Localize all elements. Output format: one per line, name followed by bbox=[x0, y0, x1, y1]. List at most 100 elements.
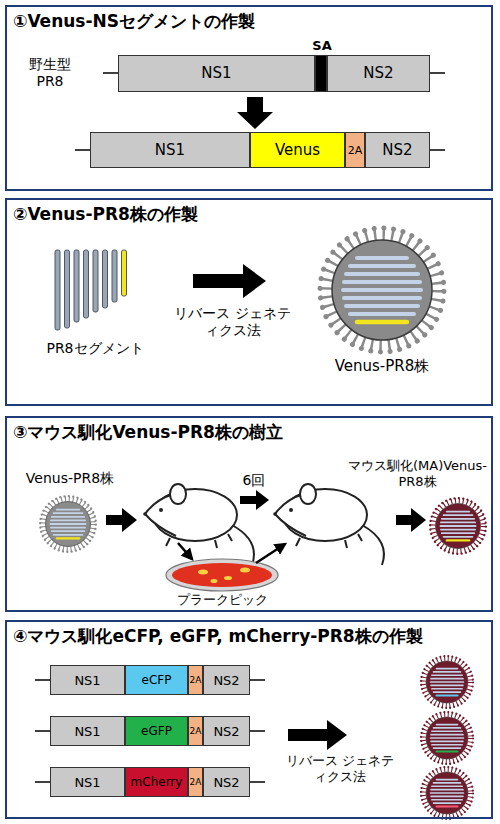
virus bbox=[40, 496, 96, 552]
mouse bbox=[273, 484, 384, 565]
segment-label: 2A bbox=[190, 727, 202, 736]
block-arrow bbox=[240, 490, 269, 510]
gene-segment: mCherry bbox=[125, 767, 188, 797]
gene-segment: 2A bbox=[188, 665, 203, 695]
segment-label: Venus bbox=[275, 143, 320, 158]
virus-particle bbox=[421, 712, 473, 764]
segment-label: mCherry bbox=[131, 776, 183, 788]
reporter-segment bbox=[357, 320, 407, 325]
block-arrow bbox=[288, 720, 347, 750]
genome-segments bbox=[55, 250, 127, 330]
annotation-label: マウス馴化(MA)Venus-PR8株 bbox=[340, 458, 495, 489]
segment-label: NS2 bbox=[213, 776, 239, 789]
genome-segment bbox=[55, 250, 60, 330]
genome-segment bbox=[112, 250, 117, 302]
gene-segment: 2A bbox=[188, 767, 203, 797]
mouse bbox=[143, 484, 254, 565]
annotation-label: 野生型 PR8 bbox=[22, 56, 78, 90]
gene-segment: NS2 bbox=[365, 132, 430, 168]
gene-segment: NS2 bbox=[327, 55, 430, 92]
genome-segment bbox=[65, 250, 70, 328]
virus-particle bbox=[421, 767, 473, 819]
virus-particle bbox=[421, 656, 473, 708]
dish-agar bbox=[172, 563, 272, 587]
annotation-label: Venus-PR8株 bbox=[322, 357, 442, 375]
virus bbox=[320, 228, 444, 352]
segment-label: NS1 bbox=[74, 725, 100, 738]
block-arrow bbox=[237, 97, 273, 129]
plaque bbox=[240, 568, 250, 573]
panel-title: ②Venus-PR8株の作製 bbox=[13, 203, 198, 226]
step-panel: ④マウス馴化eCFP, eGFP, mCherry-PR8株の作製 NS1 eCFP… bbox=[5, 620, 493, 819]
gene-segment: NS1 bbox=[118, 55, 315, 92]
virus bbox=[421, 656, 473, 708]
reporter-segment bbox=[447, 539, 470, 541]
virus bbox=[430, 498, 486, 554]
gene-segment: eGFP bbox=[125, 716, 188, 746]
genome-segment bbox=[74, 250, 79, 322]
gene-segment: NS1 bbox=[50, 716, 125, 746]
segment-label: 2A bbox=[190, 778, 202, 787]
splice-site-label: SA bbox=[302, 38, 342, 53]
virus bbox=[421, 712, 473, 764]
annotation-label: リバース ジェネティクス法 bbox=[280, 753, 400, 784]
step-panel: ③マウス馴化Venus-PR8株の樹立 bbox=[5, 416, 493, 612]
segment-label: NS1 bbox=[201, 66, 231, 81]
segment-label: NS2 bbox=[213, 725, 239, 738]
reporter-segment bbox=[57, 537, 80, 539]
dish-rim bbox=[166, 559, 278, 591]
splice-site-box: SA bbox=[315, 55, 327, 92]
plaque bbox=[224, 576, 232, 580]
gene-segment: NS1 bbox=[50, 767, 125, 797]
annotation-label: プラークピック bbox=[167, 592, 277, 608]
plaque bbox=[211, 579, 218, 583]
gene-segment: 2A bbox=[188, 716, 203, 746]
reporter-segment bbox=[437, 805, 458, 807]
segment-label: NS1 bbox=[155, 143, 185, 158]
leader-arrow bbox=[256, 544, 285, 563]
annotation-label: リバース ジェネティクス法 bbox=[170, 305, 295, 339]
annotation-label: Venus-PR8株 bbox=[15, 470, 125, 487]
gene-segment: Venus bbox=[250, 132, 345, 168]
panel-title: ④マウス馴化eCFP, eGFP, mCherry-PR8株の作製 bbox=[13, 625, 423, 648]
segment-label: NS1 bbox=[74, 776, 100, 789]
gene-segment: NS1 bbox=[50, 665, 125, 695]
annotation-label: 6回 bbox=[234, 472, 274, 489]
petri-dish bbox=[166, 559, 278, 591]
segment-label: eCFP bbox=[142, 674, 172, 686]
annotation-label: PR8セグメント bbox=[35, 340, 155, 357]
virus-particle bbox=[320, 228, 444, 352]
genome-segment bbox=[93, 250, 98, 312]
plaque bbox=[198, 570, 208, 575]
segment-label: eGFP bbox=[141, 725, 172, 737]
genome-segment bbox=[122, 250, 127, 296]
virus-particle bbox=[430, 498, 486, 554]
segment-label: 2A bbox=[190, 676, 202, 685]
gene-segment: NS2 bbox=[203, 716, 250, 746]
segment-label: NS2 bbox=[363, 66, 393, 81]
block-arrow bbox=[396, 508, 426, 532]
virus bbox=[421, 767, 473, 819]
reporter-segment bbox=[437, 694, 458, 696]
gene-segment: NS1 bbox=[90, 132, 250, 168]
segment-label: NS1 bbox=[74, 674, 100, 687]
leader-arrow bbox=[178, 543, 192, 559]
gene-segment: NS2 bbox=[203, 767, 250, 797]
gene-segment: NS2 bbox=[203, 665, 250, 695]
genome-segment bbox=[84, 250, 89, 318]
block-arrow bbox=[106, 508, 137, 532]
genome-segment bbox=[103, 250, 108, 308]
panel-title: ③マウス馴化Venus-PR8株の樹立 bbox=[13, 421, 283, 444]
step-panel: ①Venus-NSセグメントの作製NS1SANS2NS1Venus2ANS2 bbox=[5, 5, 493, 191]
gene-segment: eCFP bbox=[125, 665, 188, 695]
reporter-segment bbox=[437, 750, 458, 752]
panel-title: ①Venus-NSセグメントの作製 bbox=[13, 10, 255, 33]
segment-label: NS2 bbox=[213, 674, 239, 687]
segment-label: NS2 bbox=[382, 143, 412, 158]
virus-particle bbox=[40, 496, 96, 552]
block-arrow bbox=[193, 264, 266, 298]
segment-label: 2A bbox=[348, 145, 363, 156]
gene-segment: 2A bbox=[345, 132, 365, 168]
